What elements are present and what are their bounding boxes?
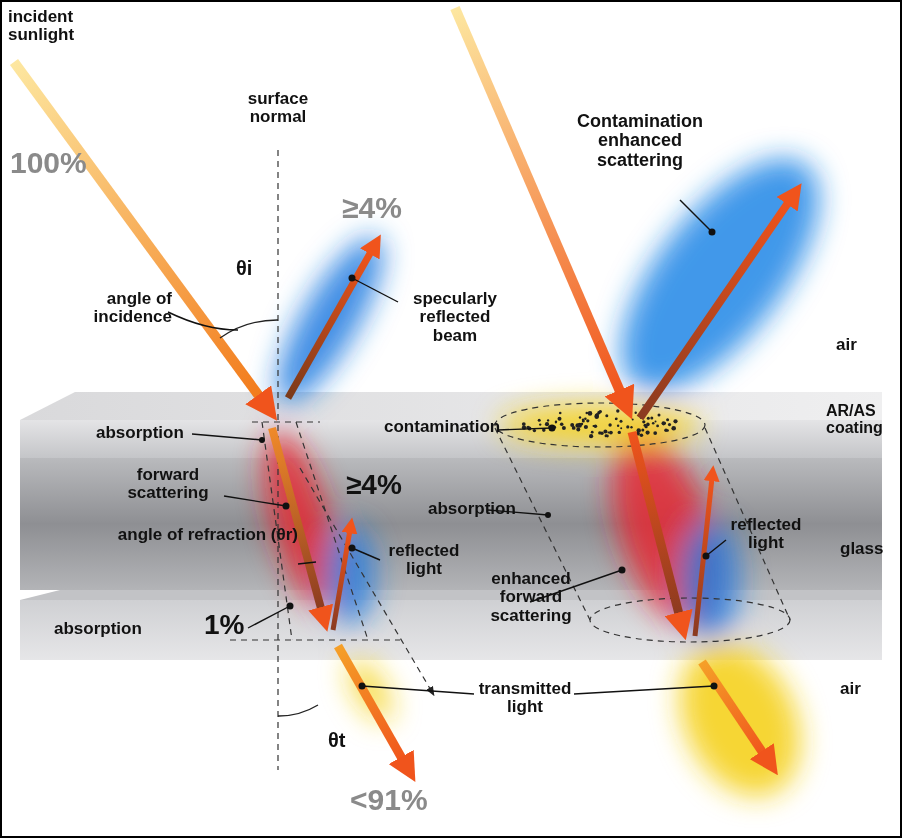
- guides: [230, 150, 790, 770]
- caption-label: absorption: [54, 620, 150, 638]
- caption-label: absorption: [96, 424, 192, 442]
- caption-label: angle of refraction (θr): [104, 526, 298, 544]
- percentage: 100%: [10, 147, 100, 179]
- caption-label: enhanced forward scattering: [470, 570, 592, 625]
- angle-symbol: θi: [236, 258, 266, 280]
- light-beam: [640, 200, 790, 418]
- percentage: ≥4%: [346, 470, 416, 500]
- coating-top: [20, 392, 882, 420]
- light-beam: [702, 662, 765, 756]
- caption-label: reflected light: [384, 542, 464, 579]
- light-beam: [333, 530, 350, 630]
- light-beam: [14, 62, 262, 400]
- caption-label: specularly reflected beam: [400, 290, 510, 345]
- caption-label: surface normal: [232, 90, 324, 127]
- layer-name: glass: [840, 540, 890, 558]
- angle-arcs: [220, 320, 318, 716]
- caption-label: transmitted light: [470, 680, 580, 717]
- light-beam: [632, 432, 680, 618]
- caption-label: forward scattering: [112, 466, 224, 503]
- light-beam: [272, 428, 322, 612]
- light-beam: [695, 478, 712, 636]
- glass-layer: [20, 458, 882, 590]
- layer-name: air: [840, 680, 880, 698]
- percentage: 1%: [204, 610, 254, 640]
- contamination-dots: [522, 409, 678, 438]
- layer-name: air: [836, 336, 876, 354]
- caption-label: angle of incidence: [62, 290, 172, 327]
- glass-bottom-top: [20, 590, 882, 600]
- caption-label: reflected light: [726, 516, 806, 553]
- light-beam: [288, 250, 372, 398]
- layer-name: AR/AS coating: [826, 402, 898, 437]
- percentage: <91%: [350, 784, 440, 816]
- caption-label: incident sunlight: [8, 8, 108, 45]
- percentage: ≥4%: [342, 192, 422, 224]
- light-beam: [455, 8, 622, 396]
- beams: [14, 8, 790, 762]
- caption-label: Contamination enhanced scattering: [556, 112, 724, 170]
- angle-symbol: θt: [328, 730, 358, 752]
- leader-dots: [259, 229, 718, 690]
- light-beam: [338, 646, 404, 762]
- leader-lines: [168, 200, 726, 694]
- glass-bottom: [20, 600, 882, 660]
- caption-label: contamination: [384, 418, 496, 436]
- caption-label: absorption: [428, 500, 528, 518]
